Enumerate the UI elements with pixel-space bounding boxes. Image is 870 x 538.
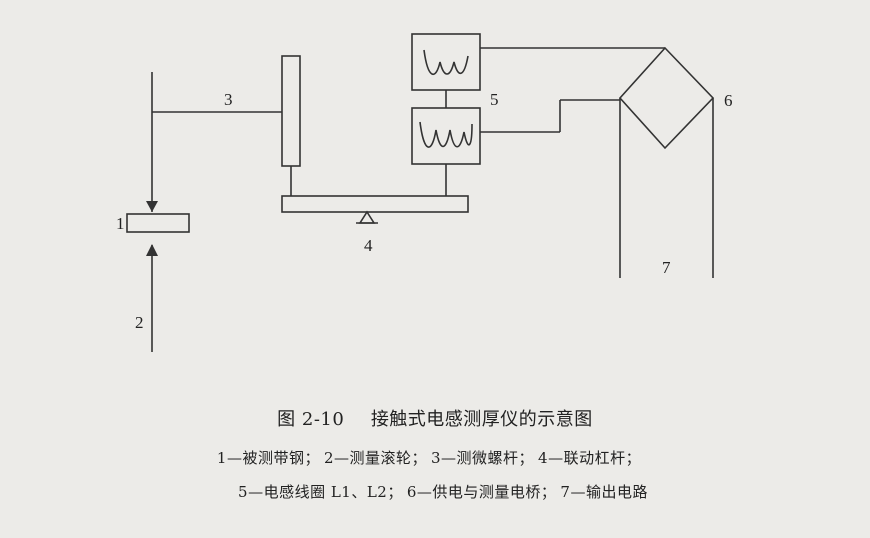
label-6: 6 (724, 91, 733, 110)
legend-item-7: 7—输出电路 (560, 483, 648, 501)
label-1: 1 (116, 214, 125, 233)
coil-l2-waveform (419, 121, 473, 148)
lever-fulcrum (358, 210, 376, 224)
legend-item-1: 1—被测带钢； (216, 449, 320, 467)
label-7: 7 (662, 258, 671, 277)
measuring-bridge (618, 46, 715, 150)
label-2: 2 (135, 313, 144, 332)
linked-lever (281, 195, 469, 213)
label-4: 4 (364, 236, 373, 255)
coil-l1-waveform (423, 49, 469, 75)
legend-row-1: 1—被测带钢；2—测量滚轮；3—测微螺杆；4—联动杠杆； (0, 447, 864, 468)
label-5: 5 (490, 90, 499, 109)
inductor-coil-l1 (411, 33, 481, 91)
legend-item-6: 6—供电与测量电桥； (406, 483, 557, 501)
figure-caption: 图 2-10 接触式电感测厚仪的示意图 (0, 405, 870, 431)
legend-item-3: 3—测微螺杆； (431, 449, 535, 467)
figure-number: 图 2-10 (277, 409, 345, 430)
legend-item-2: 2—测量滚轮； (323, 449, 427, 467)
legend-item-4: 4—联动杠杆； (538, 449, 642, 467)
figure-title: 接触式电感测厚仪的示意图 (370, 409, 593, 430)
measured-strip (126, 213, 190, 233)
micrometer-column (281, 55, 301, 167)
legend-item-5: 5—电感线圈 L1、L2； (238, 483, 403, 501)
arrow-up (146, 244, 158, 256)
label-3: 3 (224, 90, 233, 109)
arrow-down (146, 201, 158, 212)
legend-row-2: 5—电感线圈 L1、L2；6—供电与测量电桥；7—输出电路 (8, 481, 870, 502)
